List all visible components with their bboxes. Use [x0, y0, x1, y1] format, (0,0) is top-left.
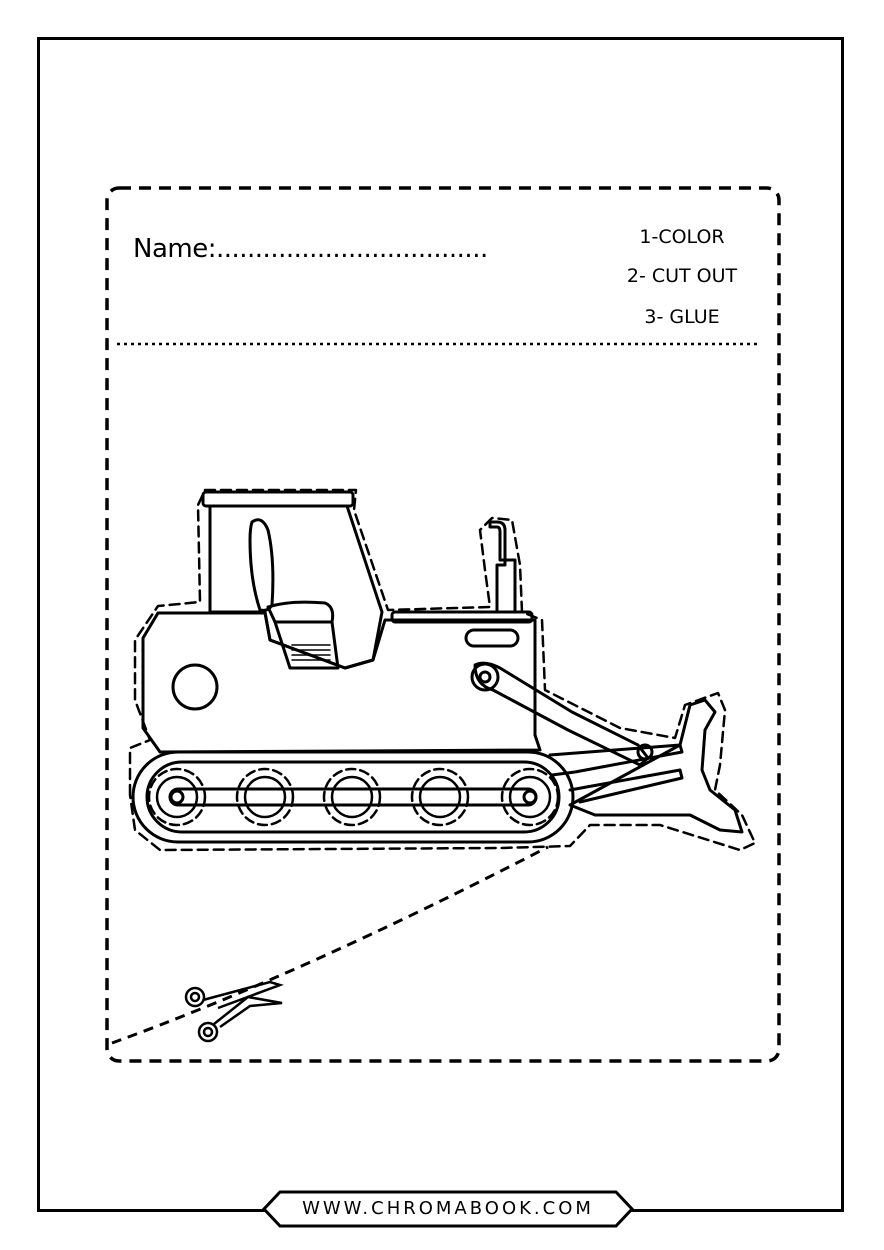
cut-out-card-border	[105, 186, 781, 1063]
scissors-icon	[184, 980, 284, 1043]
bulldozer-cut-outline	[128, 488, 757, 852]
step-glue: 3- GLUE	[644, 306, 720, 328]
name-field-label: Name:...................................	[133, 234, 488, 264]
bulldozer-icon	[128, 488, 757, 852]
step-cut-out: 2- CUT OUT	[626, 265, 738, 287]
cut-path	[111, 845, 549, 1045]
footer-badge-shape	[262, 1190, 634, 1228]
track-wheels	[147, 767, 560, 827]
footer-url-badge[interactable]: WWW.CHROMABOOK.COM	[262, 1190, 634, 1228]
footer-url-text: WWW.CHROMABOOK.COM	[302, 1198, 594, 1219]
step-color: 1-COLOR	[639, 226, 725, 248]
